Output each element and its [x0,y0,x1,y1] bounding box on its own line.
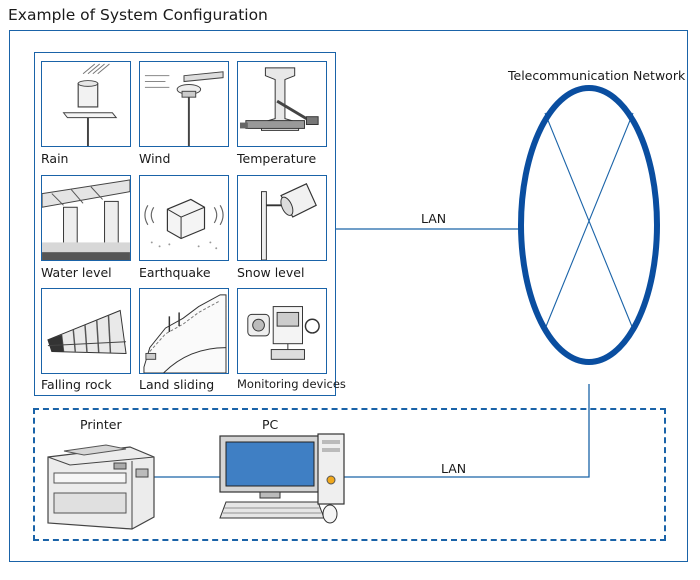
tile-land-sliding [139,288,229,374]
tile-label-rain: Rain [41,151,69,166]
pc-icon [219,433,345,524]
diagram-title: Example of System Configuration [8,6,268,24]
falling-rock-icon [47,309,127,354]
tile-label-falling-rock: Falling rock [41,377,112,392]
land-sliding-icon [143,294,227,373]
rain-gauge-icon [62,63,118,146]
printer-label: Printer [80,417,122,432]
tile-label-land-sliding: Land sliding [139,377,215,392]
tile-label-water-level: Water level [41,265,112,280]
wind-vane-icon [144,71,224,146]
pc-label: PC [262,417,279,432]
tile-label-earthquake: Earthquake [139,265,211,280]
lan-label-top: LAN [421,211,447,226]
lan-label-bottom: LAN [441,461,467,476]
tile-label-temperature: Temperature [237,151,317,166]
tile-label-snow-level: Snow level [237,265,305,280]
tile-rain [41,61,131,147]
tile-monitoring-devices [237,288,327,374]
system-frame [9,30,688,562]
tile-temperature [237,61,327,147]
monitoring-devices-icon [247,306,320,360]
tile-snow-level [237,175,327,261]
tile-label-monitoring-devices: Monitoring devices [237,377,346,391]
tile-falling-rock [41,288,131,374]
rail-thermometer-icon [240,67,319,131]
tile-earthquake [139,175,229,261]
tile-label-wind: Wind [139,151,171,166]
tile-water-level [41,175,131,261]
tile-wind [139,61,229,147]
printer-icon [47,444,155,530]
network-label: Telecommunication Network [508,68,686,83]
snow-level-icon [261,183,317,260]
sensor-panel [34,52,336,396]
water-level-icon [42,179,130,260]
earthquake-icon [144,198,224,250]
